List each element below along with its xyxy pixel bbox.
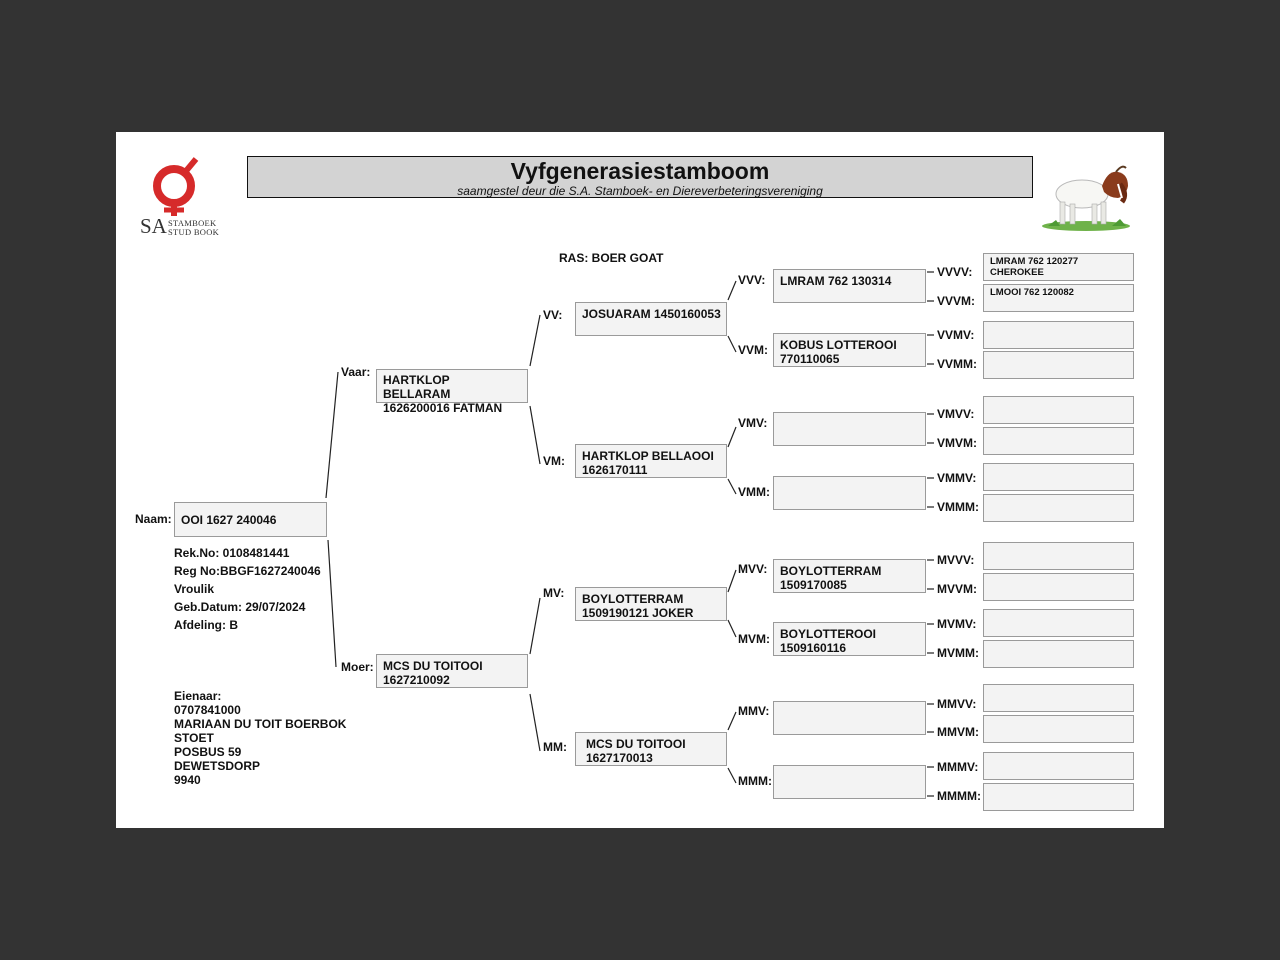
logo-stamboek-text: STAMBOEK [168,218,217,228]
vmvv-box [983,396,1134,424]
vvmm-label: VVMM: [937,357,977,371]
mmv-label: MMV: [738,704,770,718]
mm-box: MCS DU TOITOOI 1627170013 [575,732,727,766]
owner-details: 0707841000 MARIAAN DU TOIT BOERBOK STOET… [174,703,347,787]
vvvv-name: LMRAM 762 120277 CHEROKEE [990,256,1079,278]
vvvv-box: LMRAM 762 120277 CHEROKEE [983,253,1134,281]
mmvm-label: MMVM: [937,725,979,739]
birth-date: Geb.Datum: 29/07/2024 [174,600,306,614]
vaar-name: HARTKLOP BELLARAM 1626200016 FATMAN [383,373,503,415]
vvmm-box [983,351,1134,379]
mmm-box [773,765,926,799]
mvmm-label: MVMM: [937,646,979,660]
pedigree-document: SA STAMBOEK STUD BOOK Vyfgenerasiestambo… [116,132,1164,828]
mmv-box [773,701,926,735]
vm-label: VM: [543,454,565,468]
mv-box: BOYLOTTERRAM 1509190121 JOKER [575,587,727,621]
vaar-box: HARTKLOP BELLARAM 1626200016 FATMAN [376,369,528,415]
moer-label: Moer: [341,660,374,674]
mmvm-box [983,715,1134,743]
stud-symbol-icon [153,157,199,216]
vmmv-box [983,463,1134,491]
moer-box: MCS DU TOITOOI 1627210092 [376,654,528,688]
vvvm-name: LMOOI 762 120082 [990,287,1074,298]
mmvv-box [983,684,1134,712]
vaar-label: Vaar: [341,365,371,379]
vmvm-box [983,427,1134,455]
mvmv-label: MVMV: [937,617,977,631]
mmmv-label: MMMV: [937,760,979,774]
mv-name: BOYLOTTERRAM 1509190121 JOKER [582,592,694,620]
vv-box: JOSUARAM 1450160053 [575,302,727,336]
vvv-label: VVV: [738,273,766,287]
pedigree-connector-lines [325,271,934,797]
breed-label: RAS: BOER GOAT [559,251,664,265]
vv-label: VV: [543,308,563,322]
vmm-box [773,476,926,510]
vvv-box: LMRAM 762 130314 [773,269,926,303]
vmv-label: VMV: [738,416,768,430]
vvv-name: LMRAM 762 130314 [780,274,892,288]
mmmm-label: MMMM: [937,789,981,803]
sa-studbook-logo: SA STAMBOEK STUD BOOK [138,156,228,240]
vm-box: HARTKLOP BELLAOOI 1626170111 [575,444,727,478]
vmvm-label: VMVM: [937,436,977,450]
afdeling: Afdeling: B [174,618,238,632]
mvm-label: MVM: [738,632,770,646]
page-subtitle: saamgestel deur die S.A. Stamboek- en Di… [457,184,823,198]
mv-label: MV: [543,586,565,600]
vvvm-box: LMOOI 762 120082 [983,284,1134,312]
mmvv-label: MMVV: [937,697,977,711]
mm-name: MCS DU TOITOOI 1627170013 [586,737,686,765]
mvm-name: BOYLOTTEROOI 1509160116 [780,627,876,655]
rek-no: Rek.No: 0108481441 [174,546,290,560]
title-banner: Vyfgenerasiestamboom saamgestel deur die… [247,156,1033,198]
vmv-box [773,412,926,446]
subject-animal-box: OOI 1627 240046 [174,502,327,537]
mvv-box: BOYLOTTERRAM 1509170085 [773,559,926,593]
mvv-name: BOYLOTTERRAM 1509170085 [780,564,882,592]
vvvv-label: VVVV: [937,265,973,279]
mvv-label: MVV: [738,562,768,576]
mvmm-box [983,640,1134,668]
mmmv-box [983,752,1134,780]
logo-studbook-text: STUD BOOK [168,227,220,237]
page-title: Vyfgenerasiestamboom [510,158,770,184]
vvm-box: KOBUS LOTTEROOI 770110065 [773,333,926,367]
vvvm-label: VVVM: [937,294,976,308]
boer-goat-image [1042,165,1130,231]
mvvm-label: MVVM: [937,582,977,596]
vmm-label: VMM: [738,485,770,499]
vmmm-label: VMMM: [937,500,979,514]
naam-label: Naam: [135,512,172,526]
vvm-label: VVM: [738,343,768,357]
mvvm-box [983,573,1134,601]
subject-animal-name: OOI 1627 240046 [181,513,277,527]
vmmm-box [983,494,1134,522]
vvmv-label: VVMV: [937,328,975,342]
mvmv-box [983,609,1134,637]
vmvv-label: VMVV: [937,407,975,421]
mm-label: MM: [543,740,567,754]
mmmm-box [983,783,1134,811]
vvmv-box [983,321,1134,349]
sex: Vroulik [174,582,215,596]
mmm-label: MMM: [738,774,772,788]
owner-label: Eienaar: [174,689,222,703]
vm-name: HARTKLOP BELLAOOI 1626170111 [582,449,714,477]
mvvv-box [983,542,1134,570]
vv-name: JOSUARAM 1450160053 [582,307,721,321]
reg-no: Reg No:BBGF1627240046 [174,564,321,578]
mvm-box: BOYLOTTEROOI 1509160116 [773,622,926,656]
vvm-name: KOBUS LOTTEROOI 770110065 [780,338,897,366]
mvvv-label: MVVV: [937,553,975,567]
vmmv-label: VMMV: [937,471,977,485]
logo-sa-text: SA [140,214,167,238]
moer-name: MCS DU TOITOOI 1627210092 [383,659,483,687]
